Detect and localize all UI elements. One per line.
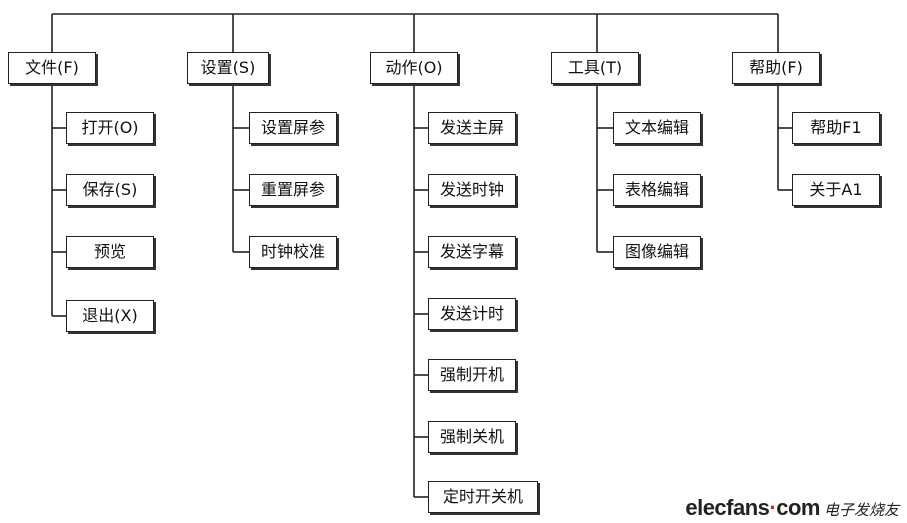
menu-file: 文件(F) <box>8 52 96 84</box>
item-preview-label: 预览 <box>93 242 126 261</box>
item-clock-calibrate: 时钟校准 <box>249 236 337 268</box>
watermark-cn-text: 电子发烧友 <box>823 502 899 519</box>
item-scheduled-power-label: 定时开关机 <box>442 487 523 506</box>
menu-tools: 工具(T) <box>551 52 639 84</box>
item-set-screen-params: 设置屏参 <box>249 112 337 144</box>
item-text-edit: 文本编辑 <box>613 112 701 144</box>
item-help-f1: 帮助F1 <box>792 112 880 144</box>
menu-settings: 设置(S) <box>187 52 269 84</box>
item-image-edit-label: 图像编辑 <box>624 242 689 261</box>
item-about-a1-label: 关于A1 <box>809 180 863 199</box>
item-send-timer-label: 发送计时 <box>439 304 504 323</box>
item-save: 保存(S) <box>66 174 154 206</box>
item-send-timer: 发送计时 <box>428 298 516 330</box>
item-about-a1: 关于A1 <box>792 174 880 206</box>
item-help-f1-label: 帮助F1 <box>810 118 862 137</box>
item-table-edit: 表格编辑 <box>613 174 701 206</box>
item-force-power-off: 强制关机 <box>428 421 516 453</box>
item-open: 打开(O) <box>66 112 154 144</box>
menu-help-label: 帮助(F) <box>749 58 803 77</box>
item-clock-calibrate-label: 时钟校准 <box>260 242 325 261</box>
item-send-main-screen-label: 发送主屏 <box>439 118 504 137</box>
watermark-brand-name: elecfans <box>685 495 770 520</box>
menu-help: 帮助(F) <box>732 52 820 84</box>
menu-action: 动作(O) <box>370 52 458 84</box>
item-send-clock: 发送时钟 <box>428 174 516 206</box>
item-force-power-off-label: 强制关机 <box>439 427 504 446</box>
item-send-caption: 发送字幕 <box>428 236 516 268</box>
item-force-power-on-label: 强制开机 <box>439 365 504 384</box>
item-text-edit-label: 文本编辑 <box>624 118 689 137</box>
menu-file-label: 文件(F) <box>25 58 79 77</box>
item-send-main-screen: 发送主屏 <box>428 112 516 144</box>
item-save-label: 保存(S) <box>82 180 138 199</box>
item-force-power-on: 强制开机 <box>428 359 516 391</box>
item-exit: 退出(X) <box>66 300 154 332</box>
item-scheduled-power: 定时开关机 <box>428 481 538 513</box>
menu-action-label: 动作(O) <box>385 58 443 77</box>
watermark: elecfans·com 电子发烧友 <box>685 495 899 521</box>
item-table-edit-label: 表格编辑 <box>624 180 689 199</box>
menu-settings-label: 设置(S) <box>200 58 256 77</box>
item-send-clock-label: 发送时钟 <box>439 180 504 199</box>
item-set-screen-params-label: 设置屏参 <box>260 118 325 137</box>
item-preview: 预览 <box>66 236 154 268</box>
item-reset-screen-params: 重置屏参 <box>249 174 337 206</box>
menu-tools-label: 工具(T) <box>567 58 623 77</box>
watermark-brand: elecfans·com <box>685 495 820 521</box>
item-open-label: 打开(O) <box>81 118 139 137</box>
watermark-dot: · <box>769 495 777 520</box>
item-reset-screen-params-label: 重置屏参 <box>260 180 325 199</box>
item-image-edit: 图像编辑 <box>613 236 701 268</box>
watermark-tld: com <box>776 495 820 520</box>
item-exit-label: 退出(X) <box>82 306 138 325</box>
item-send-caption-label: 发送字幕 <box>439 242 504 261</box>
